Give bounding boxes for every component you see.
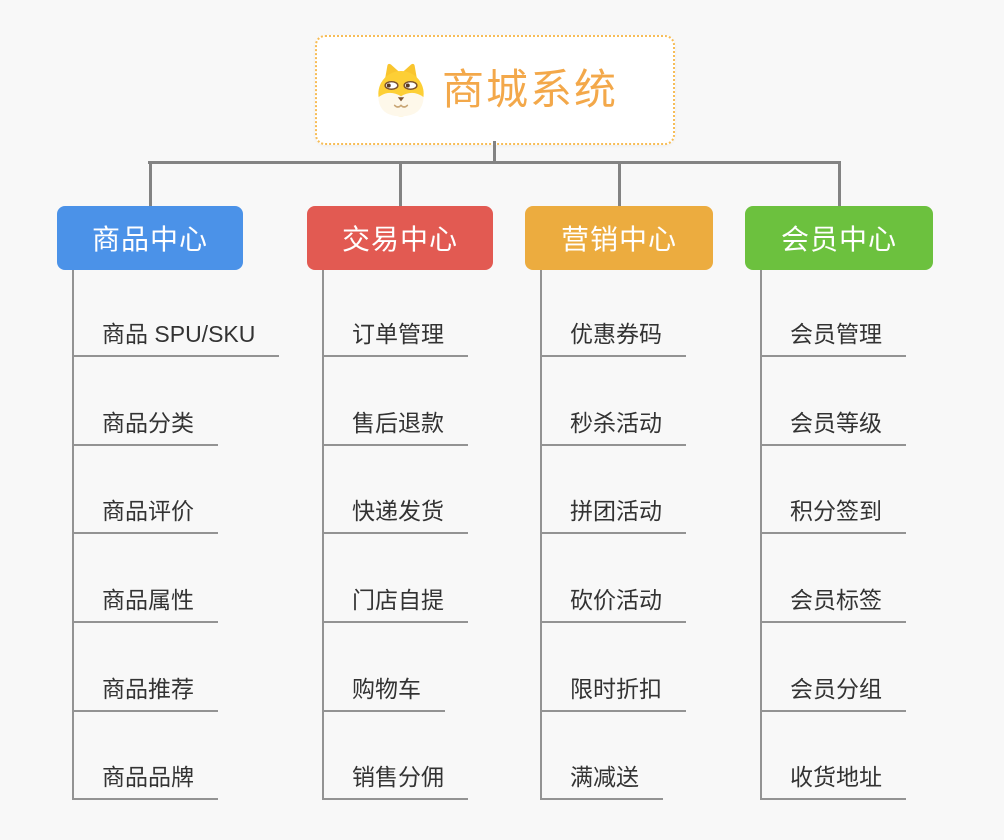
- leaf-label: 砍价活动: [570, 587, 662, 614]
- leaf-label: 收货地址: [790, 764, 882, 791]
- leaf-label: 会员等级: [790, 410, 882, 437]
- leaf-label: 积分签到: [790, 498, 882, 525]
- leaf-node[interactable]: 商品分类: [72, 406, 218, 446]
- leaf-label: 商品 SPU/SKU: [102, 321, 256, 348]
- connector-branch-spine-0: [72, 270, 74, 800]
- leaf-node[interactable]: 商品评价: [72, 494, 218, 534]
- leaf-node[interactable]: 优惠券码: [540, 317, 686, 357]
- leaf-node[interactable]: 拼团活动: [540, 494, 686, 534]
- leaf-node[interactable]: 门店自提: [322, 583, 468, 623]
- leaf-label: 会员标签: [790, 587, 882, 614]
- branch-node-3[interactable]: 会员中心: [745, 206, 933, 270]
- leaf-node[interactable]: 砍价活动: [540, 583, 686, 623]
- leaf-label: 门店自提: [352, 587, 444, 614]
- connector-root-stub: [493, 141, 496, 162]
- leaf-node[interactable]: 购物车: [322, 672, 445, 712]
- leaf-label: 商品推荐: [102, 676, 194, 703]
- leaf-label: 秒杀活动: [570, 410, 662, 437]
- leaf-label: 售后退款: [352, 410, 444, 437]
- branch-node-2[interactable]: 营销中心: [525, 206, 713, 270]
- connector-drop-3: [837, 161, 841, 206]
- leaf-label: 订单管理: [352, 321, 444, 348]
- leaf-label: 满减送: [570, 764, 639, 791]
- dog-face-icon: [372, 61, 430, 119]
- leaf-node[interactable]: 积分签到: [760, 494, 906, 534]
- branch-label: 交易中心: [341, 224, 458, 255]
- leaf-node[interactable]: 满减送: [540, 760, 663, 800]
- leaf-node[interactable]: 秒杀活动: [540, 406, 686, 446]
- leaf-node[interactable]: 会员等级: [760, 406, 906, 446]
- connector-drop-0: [148, 161, 152, 206]
- leaf-label: 会员管理: [790, 321, 882, 348]
- root-title: 商城系统: [441, 66, 618, 113]
- leaf-node[interactable]: 商品 SPU/SKU: [72, 317, 280, 357]
- branch-label: 会员中心: [780, 224, 897, 255]
- leaf-node[interactable]: 商品推荐: [72, 672, 218, 712]
- leaf-node[interactable]: 销售分佣: [322, 760, 468, 800]
- branch-node-0[interactable]: 商品中心: [57, 206, 243, 270]
- connector-branch-spine-2: [540, 270, 542, 800]
- leaf-node[interactable]: 商品属性: [72, 583, 218, 623]
- branch-node-1[interactable]: 交易中心: [307, 206, 493, 270]
- leaf-label: 优惠券码: [570, 321, 662, 348]
- leaf-node[interactable]: 会员管理: [760, 317, 906, 357]
- leaf-node[interactable]: 快递发货: [322, 494, 468, 534]
- leaf-label: 商品品牌: [102, 764, 194, 791]
- leaf-node[interactable]: 订单管理: [322, 317, 468, 357]
- leaf-node[interactable]: 收货地址: [760, 760, 906, 800]
- leaf-label: 购物车: [352, 676, 421, 703]
- leaf-node[interactable]: 限时折扣: [540, 672, 686, 712]
- connector-horizontal-rail: [148, 161, 840, 164]
- branch-label: 商品中心: [91, 224, 208, 255]
- leaf-node[interactable]: 售后退款: [322, 406, 468, 446]
- leaf-label: 商品分类: [102, 410, 194, 437]
- leaf-node[interactable]: 会员分组: [760, 672, 906, 712]
- leaf-label: 限时折扣: [570, 676, 662, 703]
- leaf-label: 商品评价: [102, 498, 194, 525]
- leaf-label: 商品属性: [102, 587, 194, 614]
- leaf-node[interactable]: 商品品牌: [72, 760, 218, 800]
- connector-branch-spine-1: [322, 270, 324, 800]
- leaf-label: 快递发货: [352, 498, 444, 525]
- leaf-label: 拼团活动: [570, 498, 662, 525]
- leaf-label: 销售分佣: [352, 764, 444, 791]
- connector-drop-1: [398, 161, 402, 206]
- leaf-label: 会员分组: [790, 676, 882, 703]
- branch-label: 营销中心: [560, 224, 677, 255]
- connector-branch-spine-3: [760, 270, 762, 800]
- root-node-mall-system[interactable]: 商城系统: [315, 35, 675, 145]
- leaf-node[interactable]: 会员标签: [760, 583, 906, 623]
- connector-drop-2: [617, 161, 621, 206]
